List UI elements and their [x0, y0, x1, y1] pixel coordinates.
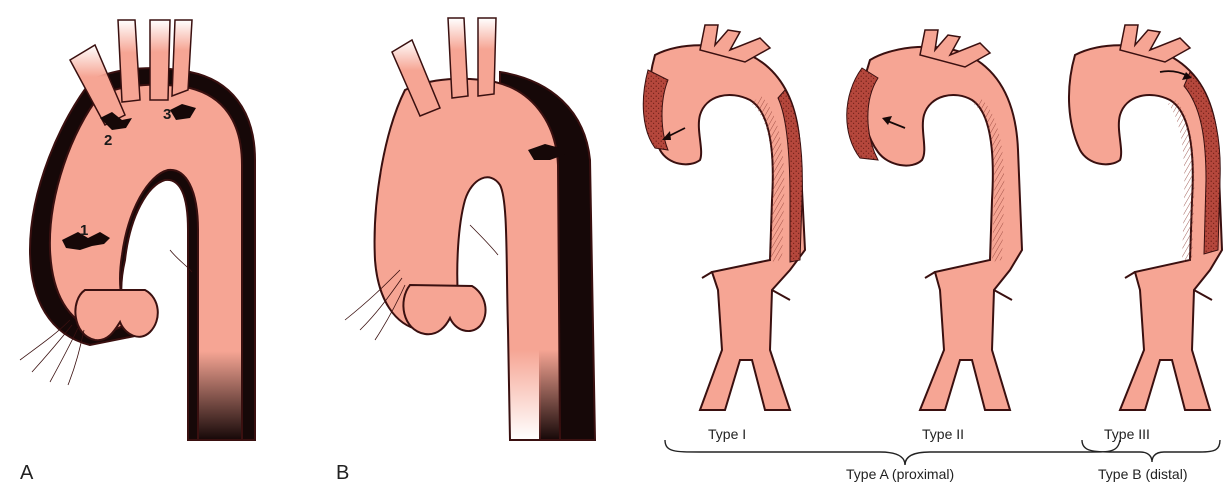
type-2-label: Type II	[922, 426, 964, 442]
panel-b-label: B	[336, 462, 349, 485]
panel-a-carotid	[118, 20, 140, 102]
panel-b-diagram	[345, 18, 595, 440]
panel-b-true-lumen	[375, 79, 560, 440]
panel-b-aortic-root	[403, 285, 485, 334]
brace-type-a	[665, 440, 1120, 465]
tear-marker-3: 3	[163, 106, 171, 123]
panel-b-subclavian	[478, 18, 496, 96]
panel-a-true-lumen	[50, 85, 242, 440]
panel-a-subclavian	[150, 20, 170, 100]
type-3-diagram	[1069, 25, 1222, 410]
type-3-label: Type III	[1104, 426, 1150, 442]
type-a-group-label: Type A (proximal)	[846, 466, 954, 482]
panel-a-label: A	[20, 462, 33, 485]
type-2-diagram	[847, 30, 1022, 410]
panel-a-diagram	[20, 20, 255, 440]
brace-type-b	[1082, 440, 1220, 462]
type-1-label: Type I	[708, 426, 746, 442]
tear-marker-1: 1	[80, 222, 88, 239]
type-1-diagram	[643, 25, 805, 410]
panel-a-subclavian-2	[172, 20, 192, 96]
type-b-group-label: Type B (distal)	[1098, 466, 1187, 482]
panel-b-carotid	[448, 18, 468, 98]
tear-marker-2: 2	[104, 132, 112, 149]
